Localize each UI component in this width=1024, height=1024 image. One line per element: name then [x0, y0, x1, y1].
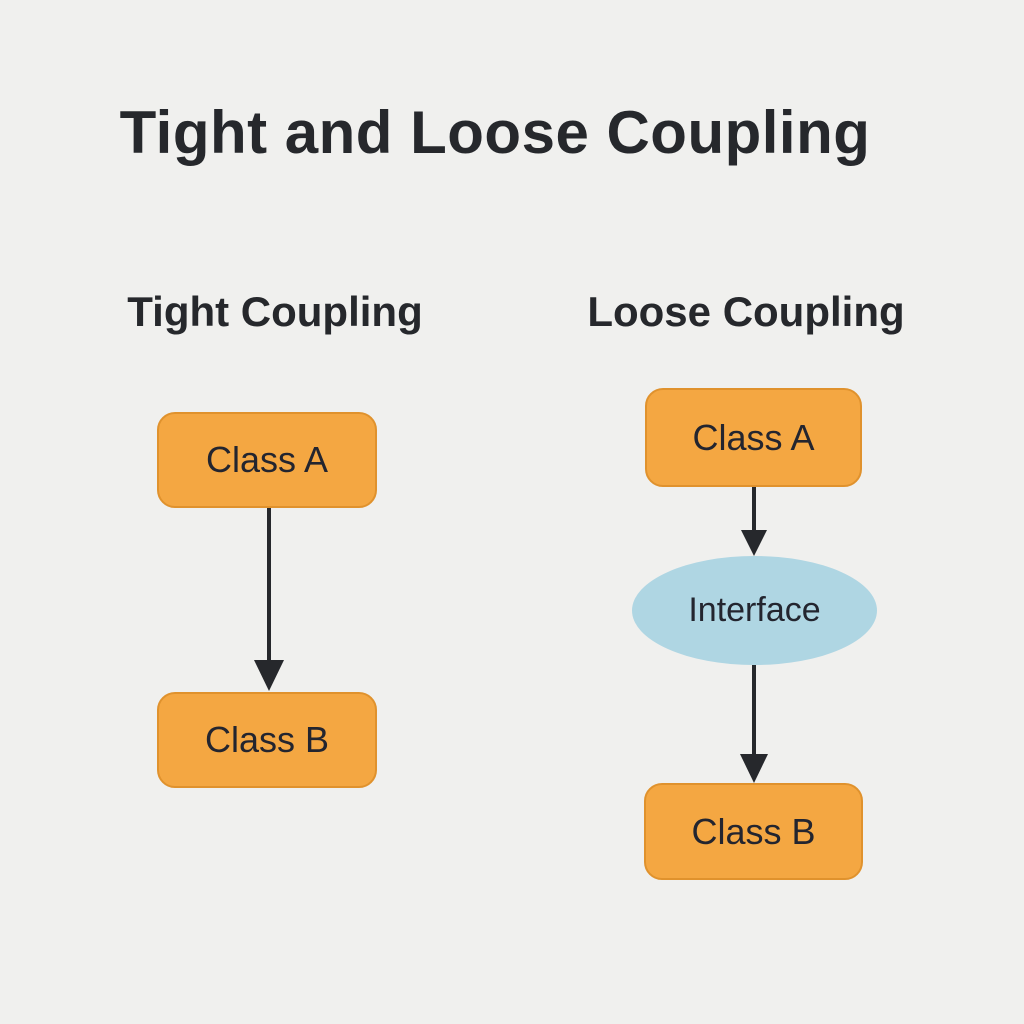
tight-class-a-node: Class A: [157, 412, 377, 508]
loose-class-a-label: Class A: [692, 416, 815, 458]
loose-arrow-a-to-interface: [741, 487, 767, 556]
tight-class-b-node: Class B: [157, 692, 377, 788]
tight-class-a-label: Class A: [205, 439, 329, 480]
tight-coupling-heading: Tight Coupling: [127, 288, 423, 335]
loose-class-b-label: Class B: [691, 810, 816, 852]
tight-arrow-a-to-b: [254, 508, 284, 691]
loose-class-b-node: Class B: [644, 783, 863, 880]
loose-interface-node: Interface: [632, 556, 877, 665]
loose-class-a-node: Class A: [645, 388, 862, 487]
loose-interface-label: Interface: [688, 591, 821, 629]
diagram-title: Tight and Loose Coupling: [119, 99, 871, 166]
loose-arrow-interface-to-b: [740, 665, 768, 783]
loose-coupling-heading: Loose Coupling: [587, 288, 905, 335]
tight-class-b-label: Class B: [204, 719, 330, 760]
